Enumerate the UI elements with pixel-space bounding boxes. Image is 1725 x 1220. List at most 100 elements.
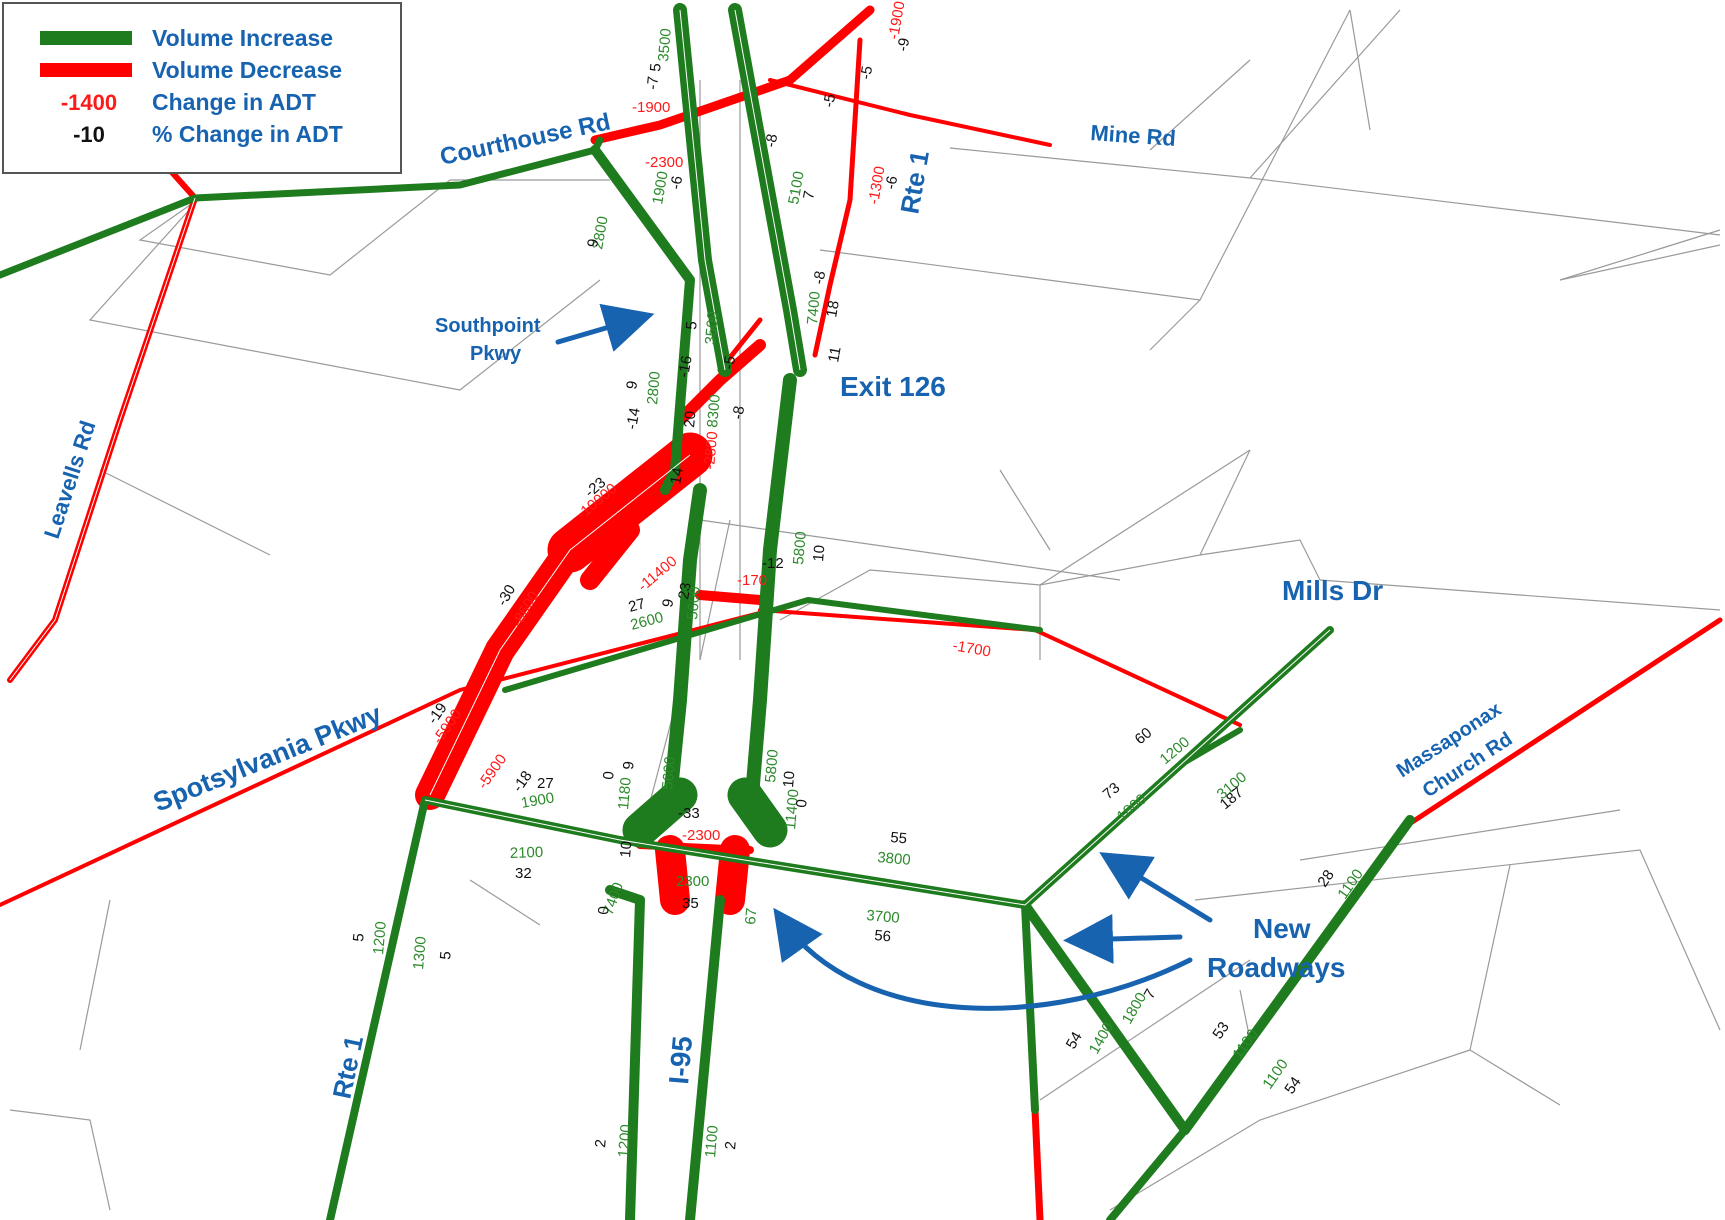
volume-label-pct: 5 xyxy=(437,951,455,961)
new-roadways-label-line1: New xyxy=(1253,913,1311,944)
volume-label-pct: 0 xyxy=(600,771,618,781)
volume-label-pct: -8 xyxy=(729,405,748,421)
volume-label-inc: 5800 xyxy=(762,749,782,784)
volume-label-pct: 27 xyxy=(537,775,554,792)
volume-label-pct: 5 xyxy=(647,63,665,73)
volume-label-inc: 3800 xyxy=(877,849,912,869)
volume-label-pct: 7 xyxy=(800,190,818,201)
volume-label-pct: 20 xyxy=(681,410,699,428)
volume-label-pct: -33 xyxy=(678,805,700,822)
volume-label-pct: 11 xyxy=(825,345,844,363)
volume-label-dec: -170 xyxy=(737,572,767,589)
volume-label-pct: -9 xyxy=(894,37,913,53)
legend-pct-text: % Change in ADT xyxy=(152,121,343,147)
volume-label-pct: 9 xyxy=(620,761,638,771)
volume-label-pct: -8 xyxy=(762,133,781,149)
center-lines xyxy=(9,9,1331,906)
volume-label-pct: 55 xyxy=(890,829,908,847)
volume-label-pct: 10 xyxy=(810,544,828,562)
volume-label-dec: -1700 xyxy=(951,637,992,660)
volume-label-inc: 1300 xyxy=(410,936,430,971)
volume-label-inc: 7400 xyxy=(804,291,824,326)
volume-label-pct: 73 xyxy=(1100,779,1124,803)
legend-adt-text: Change in ADT xyxy=(152,89,316,115)
volume-label-pct: 53 xyxy=(1209,1019,1232,1042)
volume-label-dec: -5900 xyxy=(474,751,510,792)
legend-row-adt: -1400 Change in ADT xyxy=(4,86,404,116)
volume-label-inc: 5600 xyxy=(684,586,704,621)
volume-label-pct: -8 xyxy=(810,270,829,286)
volume-label-pct: -5 xyxy=(820,93,839,109)
volume-label-pct: -16 xyxy=(675,354,696,378)
pct-example: -10 xyxy=(73,122,105,147)
i95-label: I-95 xyxy=(663,1035,698,1086)
increase-corridors xyxy=(0,3,1415,1220)
volume-label-dec: -1900 xyxy=(885,0,908,41)
volume-label-pct: 2 xyxy=(722,1141,740,1151)
volume-label-inc: 67 xyxy=(742,907,760,925)
volume-label-dec: -11400 xyxy=(635,553,681,595)
leavells-rd-label: Leavells Rd xyxy=(39,418,101,542)
volume-label-pct: -18 xyxy=(509,768,535,796)
spotsylvania-pkwy-label: Spotsylvania Pkwy xyxy=(149,699,386,818)
volume-label-pct: 9 xyxy=(623,380,641,391)
volume-label-pct: 54 xyxy=(1063,1029,1086,1052)
legend-row-increase: Volume Increase xyxy=(4,22,404,52)
volume-label-pct: 23 xyxy=(675,581,695,600)
volume-label-pct: 54 xyxy=(1281,1074,1304,1097)
volume-label-pct: 9 xyxy=(659,598,677,609)
adt-example: -1400 xyxy=(60,90,118,115)
volume-label-pct: -5 xyxy=(720,355,739,371)
mills-dr-label: Mills Dr xyxy=(1282,575,1383,606)
volume-label-inc: 1200 xyxy=(370,921,390,956)
volume-label-pct: -5 xyxy=(857,65,876,81)
volume-label-dec: -1900 xyxy=(632,99,670,116)
new-roadway-arrow-upper xyxy=(1099,852,1213,923)
volume-label-dec: -2800 xyxy=(701,431,721,471)
volume-label-pct: 5 xyxy=(683,321,701,331)
volume-label-inc: 1900 xyxy=(520,789,556,812)
volume-label-pct: 14 xyxy=(667,466,687,485)
callout-arrows xyxy=(555,303,1213,1011)
volume-label-pct: -12 xyxy=(762,555,784,572)
volume-label-pct: 32 xyxy=(515,865,532,882)
volume-label-inc: 2800 xyxy=(589,215,612,251)
legend-decrease-text: Volume Decrease xyxy=(152,57,343,83)
volume-label-inc: 2300 xyxy=(676,873,709,890)
volume-label-dec: -2300 xyxy=(645,154,683,171)
volume-label-inc: 5100 xyxy=(785,170,808,206)
southpoint-arrow xyxy=(555,303,655,352)
volume-label-inc: 5800 xyxy=(790,531,810,566)
southpoint-pkwy-label-line2: Pkwy xyxy=(470,343,522,365)
volume-label-pct: 18 xyxy=(823,299,843,318)
new-roadway-arrow-middle xyxy=(1063,913,1183,964)
volume-label-inc: 8300 xyxy=(704,394,724,429)
volume-label-pct: -14 xyxy=(623,406,644,430)
volume-label-inc: 11400 xyxy=(782,788,802,830)
volume-label-inc: 3500 xyxy=(702,311,722,346)
legend-row-pct: -10 % Change in ADT xyxy=(4,118,404,148)
volume-label-pct: 56 xyxy=(874,927,892,945)
mine-rd-label: Mine Rd xyxy=(1090,120,1177,151)
volume-label-pct: 27 xyxy=(627,595,648,616)
increase-swatch xyxy=(40,31,132,45)
volume-label-inc: 3700 xyxy=(866,907,901,927)
legend: Volume Increase Volume Decrease -1400 Ch… xyxy=(2,2,402,174)
new-roadway-arrow-curved xyxy=(773,907,1193,1011)
volume-label-inc: 3500 xyxy=(655,28,675,63)
volume-label-pct: 35 xyxy=(682,895,699,912)
volume-label-pct: -7 xyxy=(644,76,662,91)
volume-label-pct: 28 xyxy=(1314,867,1337,890)
volume-label-inc: 1180 xyxy=(615,777,635,811)
volume-label-pct: -6 xyxy=(667,175,686,191)
exit-126-label: Exit 126 xyxy=(840,371,946,402)
volume-label-pct: 2 xyxy=(592,1139,610,1149)
volume-label-inc: 2100 xyxy=(510,844,544,862)
legend-row-decrease: Volume Decrease xyxy=(4,54,404,84)
volume-label-inc: 5600 xyxy=(659,756,679,791)
volume-label-pct: 0 xyxy=(793,799,811,809)
volume-label-pct: 5 xyxy=(350,933,368,943)
volume-label-pct: 9 xyxy=(584,238,602,249)
volume-label-dec: -2300 xyxy=(682,827,720,844)
